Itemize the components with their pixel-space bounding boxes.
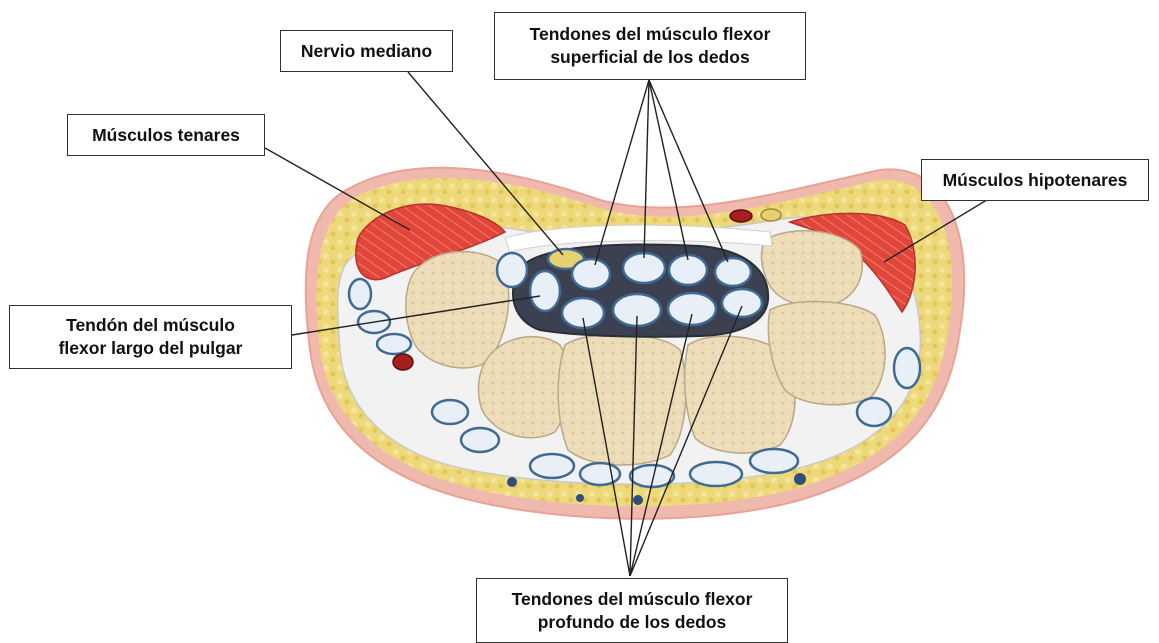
extensor-tendon xyxy=(894,348,920,388)
label-profundo-tendons-text: Tendones del músculo flexor profundo de … xyxy=(512,588,753,634)
label-pulgar-line1: Tendón del músculo xyxy=(59,314,243,337)
extensor-tendon xyxy=(690,462,742,486)
extensor-tendon xyxy=(857,398,891,426)
deep-tendon-4 xyxy=(722,289,762,317)
extensor-tendon xyxy=(750,449,798,473)
vein xyxy=(507,477,517,487)
extensor-tendon xyxy=(530,454,574,478)
label-pulgar: Tendón del músculo flexor largo del pulg… xyxy=(9,305,292,369)
label-superficial-line2: superficial de los dedos xyxy=(530,46,771,69)
label-tenares-text: Músculos tenares xyxy=(92,124,240,147)
extensor-tendon xyxy=(461,428,499,452)
label-tenares: Músculos tenares xyxy=(67,114,265,156)
vein xyxy=(633,495,643,505)
trapezoid-bone xyxy=(478,337,569,438)
label-nervio-mediano-text: Nervio mediano xyxy=(301,40,432,63)
label-superficial-tendons-text: Tendones del músculo flexor superficial … xyxy=(530,23,771,69)
superficial-tendon-4 xyxy=(715,258,751,286)
deep-tendon-1 xyxy=(562,298,604,328)
label-superficial-tendons: Tendones del músculo flexor superficial … xyxy=(494,12,806,80)
extensor-tendon xyxy=(432,400,468,424)
extensor-tendon xyxy=(377,334,411,354)
superficial-tendon-1 xyxy=(572,259,610,289)
extensor-tendon xyxy=(349,279,371,309)
deep-tendon-3 xyxy=(668,293,716,325)
flexor-pollicis-longus-tendon xyxy=(530,271,560,311)
label-pulgar-line2: flexor largo del pulgar xyxy=(59,337,243,360)
label-pulgar-text: Tendón del músculo flexor largo del pulg… xyxy=(59,314,243,360)
label-hipotenares: Músculos hipotenares xyxy=(921,159,1149,201)
label-profundo-line2: profundo de los dedos xyxy=(512,611,753,634)
flexor-carpi-radialis-tendon xyxy=(497,253,527,287)
vein xyxy=(794,473,806,485)
label-profundo-line1: Tendones del músculo flexor xyxy=(512,588,753,611)
label-nervio-mediano: Nervio mediano xyxy=(280,30,453,72)
label-superficial-line1: Tendones del músculo flexor xyxy=(530,23,771,46)
vein xyxy=(576,494,584,502)
extensor-tendon xyxy=(580,463,620,485)
artery xyxy=(730,210,752,222)
artery xyxy=(393,354,413,370)
capitate-bone xyxy=(558,334,686,465)
label-hipotenares-text: Músculos hipotenares xyxy=(943,169,1128,192)
label-profundo-tendons: Tendones del músculo flexor profundo de … xyxy=(476,578,788,643)
nerve-bundle xyxy=(761,209,781,221)
pisiform-bone xyxy=(768,302,885,405)
